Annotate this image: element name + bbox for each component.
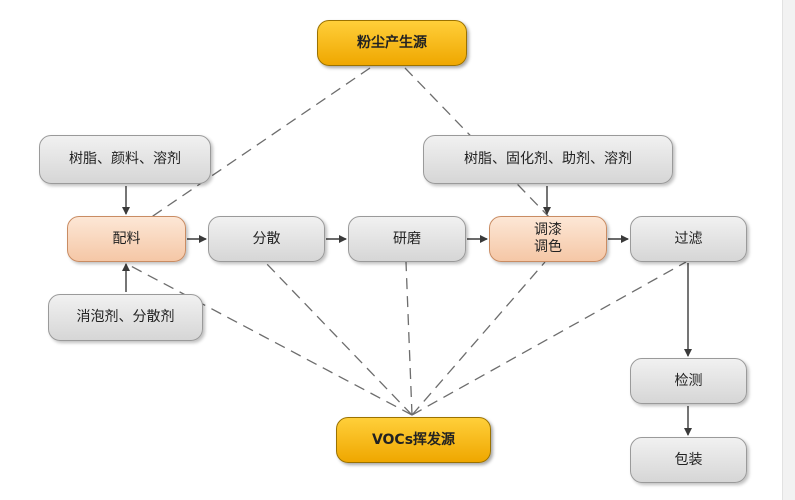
voc-link-dispersion [264, 261, 413, 416]
dust-link-batching [149, 67, 371, 219]
input-box-defoamer-dispersant: 消泡剂、分散剂 [48, 294, 203, 341]
voc-link-tinting [411, 261, 546, 416]
step-testing: 检测 [630, 358, 747, 404]
step-grinding: 研磨 [348, 216, 466, 262]
step-tinting-line2: 调色 [534, 239, 562, 255]
voc-source-box: VOCs挥发源 [336, 417, 491, 463]
step-dispersion: 分散 [208, 216, 325, 262]
input-box-resin-curing-agent-additive-solvent: 树脂、固化剂、助剂、溶剂 [423, 135, 673, 184]
step-packaging: 包装 [630, 437, 747, 483]
input-box-resin-pigment-solvent: 树脂、颜料、溶剂 [39, 135, 211, 184]
flow-arrows [122, 186, 692, 436]
dust-source-box: 粉尘产生源 [317, 20, 467, 66]
window-edge [782, 0, 795, 500]
voc-link-filtering [411, 261, 687, 416]
dust-links [149, 67, 551, 219]
step-batching: 配料 [67, 216, 186, 262]
step-tinting-line1: 调漆 [534, 222, 562, 238]
step-tinting: 调漆 调色 [489, 216, 607, 262]
step-filtering: 过滤 [630, 216, 747, 262]
voc-links [126, 261, 687, 416]
voc-link-grinding [405, 261, 413, 416]
